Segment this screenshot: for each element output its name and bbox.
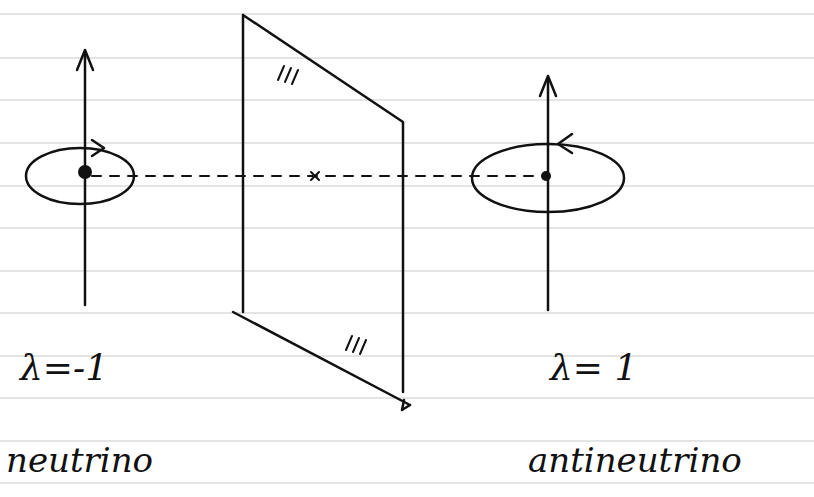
- particle-dot: [78, 165, 92, 179]
- hatch-marks: [346, 336, 366, 354]
- particle-name: neutrino: [6, 442, 153, 479]
- plane-corner: [402, 400, 410, 410]
- rotation-arrowhead: [558, 134, 572, 153]
- center-mark: [311, 172, 319, 180]
- spin-axis: [547, 78, 550, 310]
- rotation-arrowhead: [92, 140, 104, 156]
- helicity-label: λ=-1: [20, 348, 108, 388]
- ruled-lines: [0, 14, 814, 483]
- hatch-marks: [278, 66, 298, 84]
- spin-arrowhead: [540, 76, 556, 96]
- particle-dot: [541, 171, 551, 181]
- mirror-plane: [233, 15, 410, 405]
- particle-name: antineutrino: [528, 442, 742, 479]
- spin-arrowhead: [77, 50, 93, 70]
- helicity-label: λ= 1: [550, 348, 637, 388]
- rotation-ellipse: [472, 144, 624, 212]
